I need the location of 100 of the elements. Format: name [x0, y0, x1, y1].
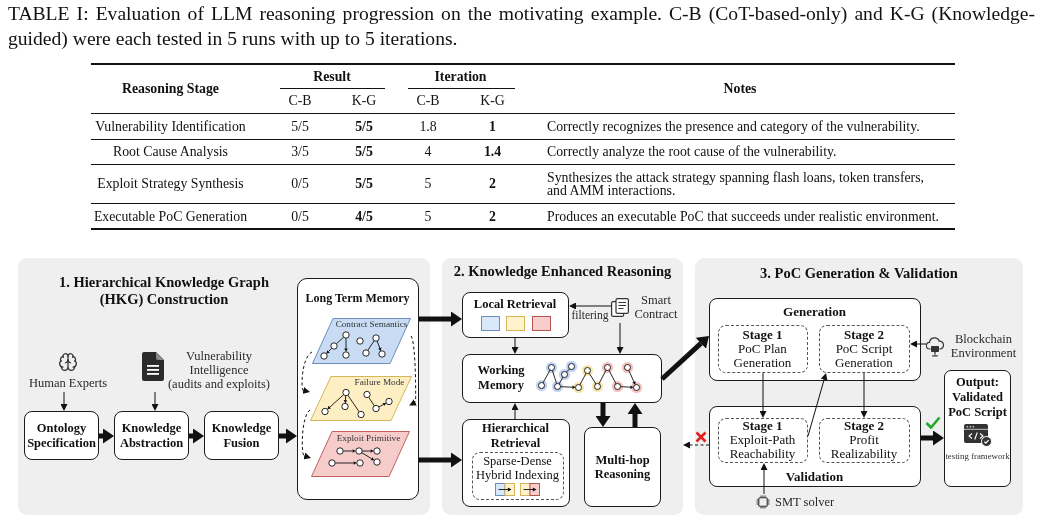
dashed-frame	[471, 451, 564, 500]
iteration-value: 4	[424, 145, 432, 158]
note-text: Produces an executable PoC that succeeds under realistic environment.	[547, 209, 939, 223]
source-label: Smart Contract	[633, 293, 679, 321]
arrow	[760, 463, 768, 495]
subcolumn-header: C-B	[288, 94, 312, 107]
edge-label: filtering	[570, 309, 610, 321]
thick-arrow	[189, 428, 204, 444]
note-text: Correctly recognizes the presence and category of the vulnerability.	[547, 119, 920, 133]
iteration-value: 2	[489, 209, 496, 223]
stage-title: Stage 2	[843, 327, 885, 342]
iteration-value: 1.4	[483, 145, 502, 158]
thick-arrow	[99, 428, 114, 444]
node-title: Multi-hop Reasoning	[593, 452, 652, 482]
section-panel	[695, 258, 1023, 515]
tool-note: testing framework	[945, 451, 1010, 462]
column-header: Iteration	[434, 69, 487, 83]
dashed-arrow	[300, 351, 313, 397]
thick-arrow	[595, 403, 611, 427]
note-text: Synthesizes the attack strategy spanning flash loans, token transfers, and AMM interactions.	[547, 170, 926, 197]
source-label: Blockchain Environment	[949, 332, 1018, 360]
stage-name: Executable PoC Generation	[93, 209, 248, 223]
arrow	[910, 340, 927, 348]
stage-box	[717, 417, 808, 463]
source-label: SMT solver	[775, 495, 835, 509]
thick-arrow	[419, 311, 462, 327]
thick-arrow	[921, 430, 944, 446]
arrow	[759, 372, 767, 418]
result-value: 4/5	[355, 209, 373, 223]
thick-arrow	[660, 335, 709, 381]
thick-arrow	[419, 452, 462, 468]
stage-name: Root Cause Analysis	[113, 145, 228, 158]
output-box	[944, 370, 1011, 487]
table-caption: TABLE I: Evaluation of LLM reasoning progression on the motivating example. C-B (CoT-based-only) and K-G (Knowledge-guided) were each tested in 5 runs with up to 5 iterations.	[8, 2, 1035, 51]
node-title: Knowledge Fusion	[210, 421, 273, 450]
node-title: Validation	[785, 469, 844, 484]
arrow	[511, 403, 519, 420]
stage-text: PoC Script Generation	[834, 341, 894, 370]
stage-text: PoC Plan Generation	[732, 341, 793, 370]
iteration-value: 1	[489, 119, 496, 133]
stage-box	[818, 417, 910, 463]
result-value: 0/5	[291, 209, 309, 223]
note-text: Correctly analyze the root cause of the vulnerability.	[547, 145, 837, 158]
panel-heading: 1. Hierarchical Knowledge Graph (HKG) Construction	[58, 274, 270, 308]
column-header: Notes	[723, 82, 757, 95]
result-value: 3/5	[291, 145, 309, 158]
parallelogram-layer	[311, 317, 411, 364]
dashed-arrow	[683, 441, 710, 449]
node-title: Hierarchical Retrieval	[480, 421, 551, 450]
iteration-value: 2	[489, 177, 496, 190]
node-title: Ontology Specification	[26, 421, 97, 450]
thick-arrow	[627, 403, 643, 427]
stage-text: Exploit-Path Reachability	[728, 433, 797, 461]
stage-box	[717, 324, 808, 373]
node-text: Sparse-Dense Hybrid Indexing	[475, 453, 560, 482]
process-box	[584, 427, 661, 507]
iteration-value: 5	[424, 209, 432, 223]
section-panel	[442, 258, 683, 515]
output-title: Output: Validated PoC Script	[947, 375, 1008, 420]
parallelogram-layer	[310, 430, 410, 477]
stage-name: Exploit Strategy Synthesis	[97, 177, 244, 190]
process-box	[24, 411, 99, 460]
process-box	[462, 419, 570, 507]
stage-text: Profit Realizability	[829, 433, 899, 461]
arrow	[60, 391, 68, 411]
arrow	[151, 391, 159, 411]
arrow	[616, 322, 624, 354]
result-value: 5/5	[291, 119, 309, 133]
stage-title: Stage 2	[843, 419, 885, 433]
subcolumn-header: K-G	[480, 94, 505, 107]
arrow	[860, 372, 868, 418]
source-label: Human Experts	[28, 376, 108, 390]
stage-title: Stage 1	[742, 327, 783, 342]
result-value: 5/5	[355, 119, 373, 133]
result-value: 0/5	[291, 177, 309, 190]
node-title: Local Retrieval	[473, 297, 557, 312]
result-value: 5/5	[355, 177, 373, 190]
process-box	[204, 411, 279, 460]
column-header: Reasoning Stage	[122, 82, 219, 95]
iteration-value: 1.8	[419, 119, 437, 133]
thick-arrow	[279, 428, 297, 444]
stage-title: Stage 1	[742, 419, 783, 433]
group-box	[709, 406, 921, 487]
node-title: Knowledge Abstraction	[118, 421, 185, 450]
panel-heading: 2. Knowledge Enhanced Reasoning	[453, 263, 672, 280]
column-header: Result	[313, 69, 351, 83]
process-box	[114, 411, 189, 460]
layer-label: Contract Semantics	[335, 318, 408, 330]
result-value: 5/5	[355, 145, 373, 158]
layer-label: Failure Mode	[354, 376, 405, 388]
layer-label: Exploit Primitive	[336, 432, 401, 444]
process-box	[462, 354, 662, 403]
panel-heading: 3. PoC Generation & Validation	[760, 265, 958, 282]
subcolumn-header: C-B	[416, 94, 440, 107]
node-title: Working Memory	[476, 363, 526, 392]
stage-box	[818, 324, 910, 373]
memory-panel	[297, 278, 419, 500]
node-title: Generation	[783, 304, 846, 319]
node-title: Long Term Memory	[305, 291, 410, 305]
parallelogram-layer	[309, 375, 412, 421]
